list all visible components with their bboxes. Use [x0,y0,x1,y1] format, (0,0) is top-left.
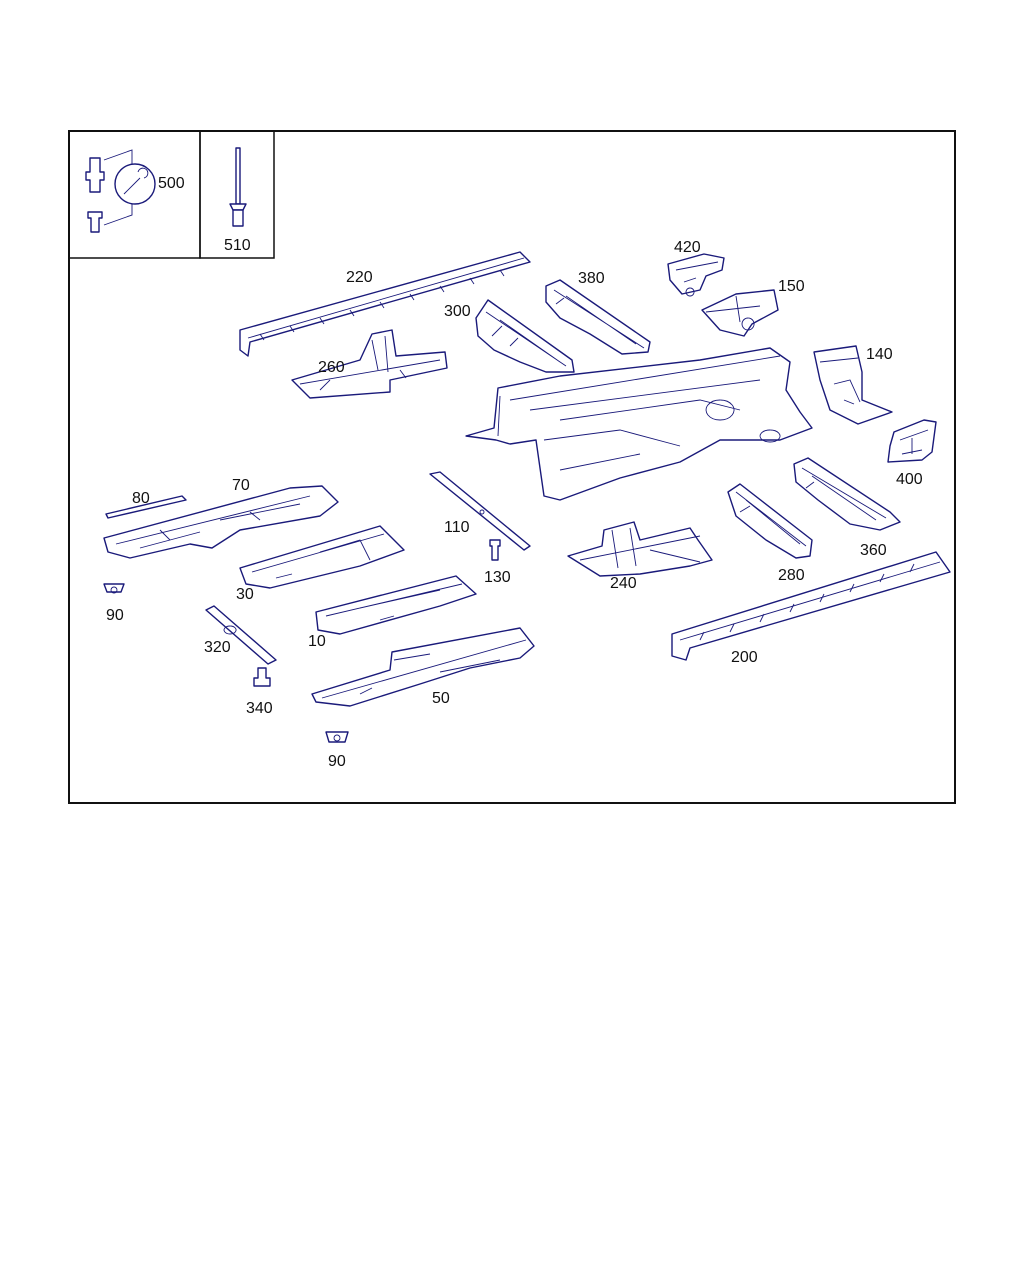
part-300 [475,299,575,373]
label-400: 400 [896,471,923,488]
label-110: 110 [444,519,470,536]
part-90-nut [103,583,125,594]
part-360 [793,457,901,531]
label-70: 70 [232,477,250,494]
part-280 [727,483,813,559]
label-90-lower: 90 [328,753,346,770]
label-420: 420 [674,239,701,256]
part-140 [813,345,893,425]
part-320 [205,605,277,665]
part-420 [667,253,725,297]
label-280: 280 [778,567,805,584]
label-140: 140 [866,346,893,363]
fastener-set-icon [85,149,156,233]
label-200: 200 [731,649,758,666]
part-50 [311,627,535,707]
label-320: 320 [204,639,231,656]
part-150 [701,289,779,337]
part-10 [315,575,477,635]
label-360: 360 [860,542,887,559]
part-130 [489,539,501,561]
diagram-frame [68,130,956,804]
callout-labels: 500 510 220 260 300 380 420 150 140 400 … [106,175,923,770]
part-220 [239,251,531,357]
label-500: 500 [158,175,185,192]
label-340: 340 [246,700,273,717]
part-110 [429,471,531,551]
label-30: 30 [236,586,254,603]
part-200 [671,551,951,661]
part-70 [103,485,339,559]
label-150: 150 [778,278,805,295]
label-240: 240 [610,575,637,592]
part-260 [291,329,448,399]
label-300: 300 [444,303,471,320]
label-510: 510 [224,237,251,254]
inset-boxes [68,130,275,259]
part-400 [887,419,937,463]
label-80: 80 [132,490,150,507]
label-50: 50 [432,690,450,707]
part-340 [253,667,271,687]
label-260: 260 [318,359,345,376]
part-380 [545,279,651,355]
part-30 [239,525,405,589]
rivet-icon [229,147,247,227]
part-240 [567,521,713,577]
part-80 [105,495,187,519]
part-90-nut-lower [325,731,349,743]
label-10: 10 [308,633,326,650]
label-380: 380 [578,270,605,287]
main-floor-assembly [465,347,813,501]
label-220: 220 [346,269,373,286]
label-90-upper: 90 [106,607,124,624]
label-130: 130 [484,569,511,586]
